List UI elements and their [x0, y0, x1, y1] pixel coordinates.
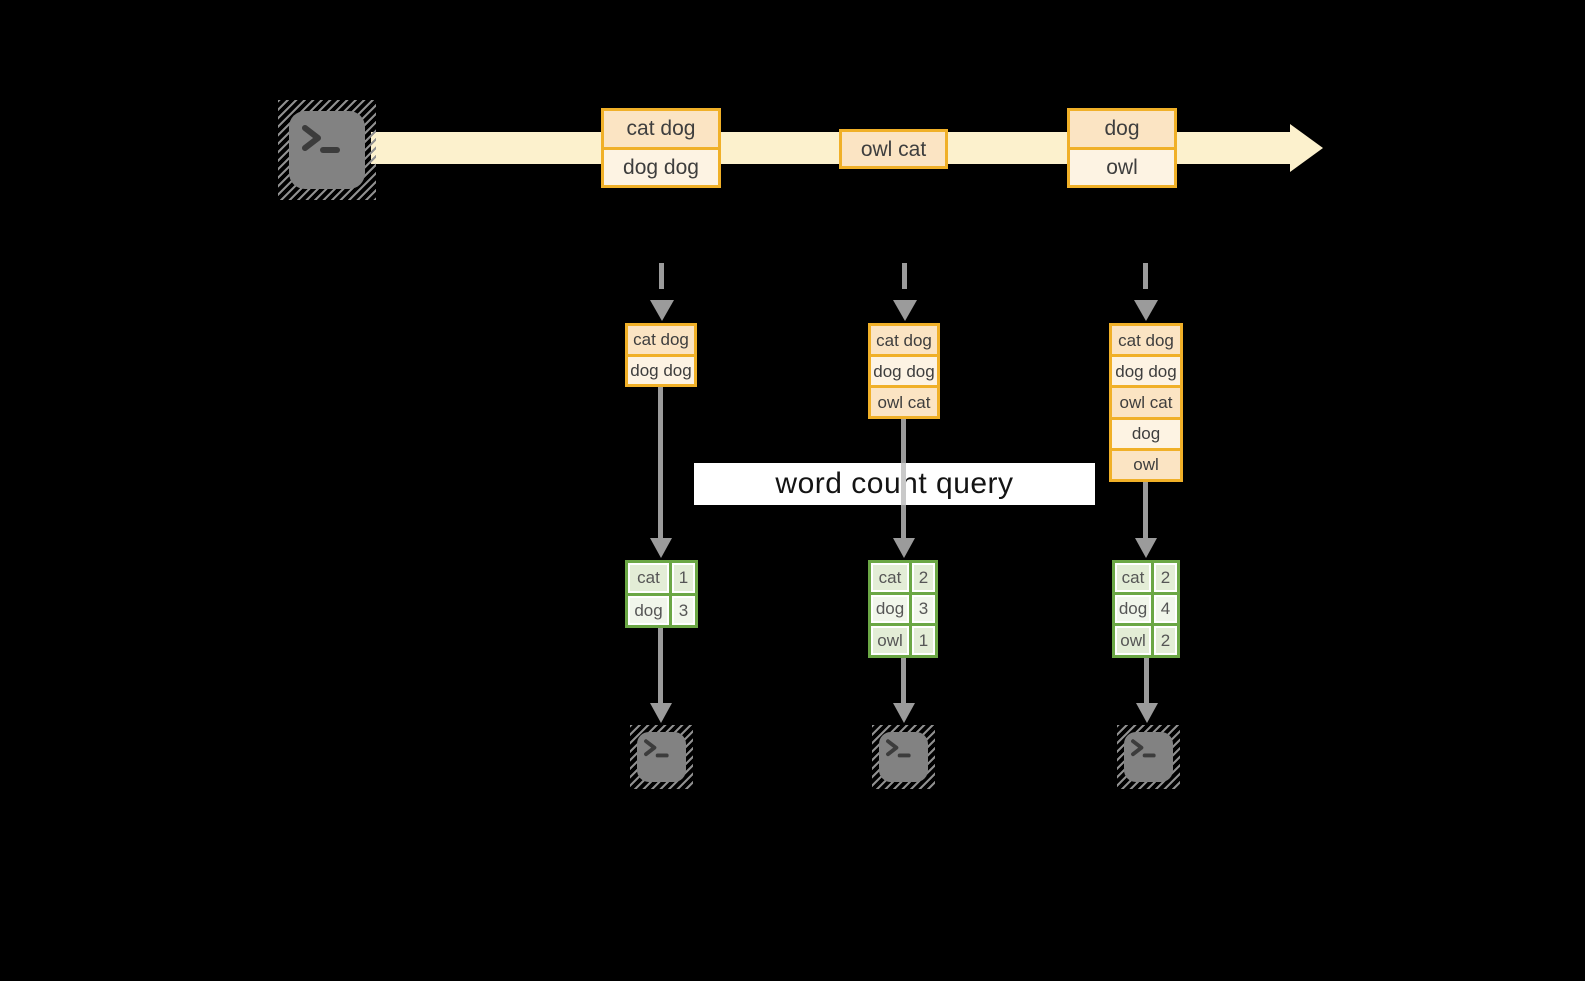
result-count: 1 [912, 626, 935, 655]
arrow-line [1143, 482, 1148, 538]
result-count: 2 [1154, 563, 1177, 592]
result-count: 1 [672, 563, 695, 593]
arrowhead [893, 538, 915, 558]
arrow-line [1144, 658, 1149, 703]
batch-record: owl [1070, 146, 1174, 185]
arrowhead [1134, 300, 1158, 321]
arrowhead [893, 703, 915, 723]
result-count: 3 [912, 594, 935, 624]
query-banner-label: word count query [775, 467, 1014, 500]
input-table-2: cat dog dog dog owl cat [868, 323, 940, 419]
result-word: cat [628, 563, 669, 593]
dash-segment [902, 263, 907, 289]
batch-box-2: owl cat [839, 129, 948, 169]
terminal-prompt-icon [1131, 739, 1156, 758]
arrow-through-banner [901, 463, 906, 505]
arrow-line [658, 628, 663, 703]
sink-terminal-icon [1117, 725, 1180, 789]
input-row: owl cat [871, 385, 937, 416]
batch-box-1: cat dog dog dog [601, 108, 721, 188]
terminal-body [289, 111, 365, 189]
dashed-arrow-down-icon [1134, 263, 1158, 321]
stream-arrowhead-icon [1290, 124, 1323, 172]
sink-terminal-icon [630, 725, 693, 789]
result-count: 4 [1154, 594, 1177, 624]
dashed-arrow-down-icon [893, 263, 917, 321]
result-table-3: cat 2 dog 4 owl 2 [1112, 560, 1180, 658]
dash-segment [659, 263, 664, 289]
input-row: dog dog [628, 353, 694, 384]
source-terminal-icon [278, 100, 376, 200]
terminal-prompt-icon [886, 739, 911, 758]
input-table-3: cat dog dog dog owl cat dog owl [1109, 323, 1183, 482]
result-word: cat [871, 563, 909, 592]
dash-segment [1143, 263, 1148, 289]
batch-record: owl cat [842, 132, 945, 166]
arrowhead [650, 538, 672, 558]
dashed-arrow-down-icon [650, 263, 674, 321]
result-table-1: cat 1 dog 3 [625, 560, 698, 628]
terminal-body [1124, 732, 1173, 782]
result-word: owl [871, 626, 909, 655]
batch-box-3: dog owl [1067, 108, 1177, 188]
input-row: dog [1112, 416, 1180, 448]
arrow-down-icon [650, 387, 672, 558]
arrowhead [893, 300, 917, 321]
input-row: dog dog [1112, 354, 1180, 386]
terminal-prompt-icon [644, 739, 669, 758]
result-count: 2 [1154, 626, 1177, 655]
arrowhead [1135, 538, 1157, 558]
terminal-body [637, 732, 686, 782]
batch-record: dog dog [604, 146, 718, 185]
result-word: dog [871, 594, 909, 624]
arrow-line [658, 387, 663, 538]
input-row: owl cat [1112, 385, 1180, 417]
batch-record: dog [1070, 111, 1174, 147]
result-count: 2 [912, 563, 935, 592]
input-row: dog dog [871, 354, 937, 385]
result-table-2: cat 2 dog 3 owl 1 [868, 560, 938, 658]
arrow-line [901, 658, 906, 703]
arrowhead [650, 703, 672, 723]
input-row: cat dog [1112, 326, 1180, 355]
input-row: cat dog [628, 326, 694, 354]
query-banner: word count query [694, 463, 1095, 505]
result-word: cat [1115, 563, 1151, 592]
result-word: owl [1115, 626, 1151, 655]
arrowhead [650, 300, 674, 321]
input-table-1: cat dog dog dog [625, 323, 697, 387]
arrow-down-icon [1136, 658, 1158, 723]
terminal-body [879, 732, 928, 782]
result-count: 3 [672, 595, 695, 625]
terminal-prompt-icon [302, 125, 340, 153]
sink-terminal-icon [872, 725, 935, 789]
arrowhead [1136, 703, 1158, 723]
input-row: cat dog [871, 326, 937, 354]
arrow-down-icon [650, 628, 672, 723]
result-word: dog [1115, 594, 1151, 624]
result-word: dog [628, 595, 669, 625]
input-row: owl [1112, 447, 1180, 480]
arrow-down-icon [1135, 482, 1157, 558]
batch-record: cat dog [604, 111, 718, 147]
arrow-down-icon [893, 658, 915, 723]
